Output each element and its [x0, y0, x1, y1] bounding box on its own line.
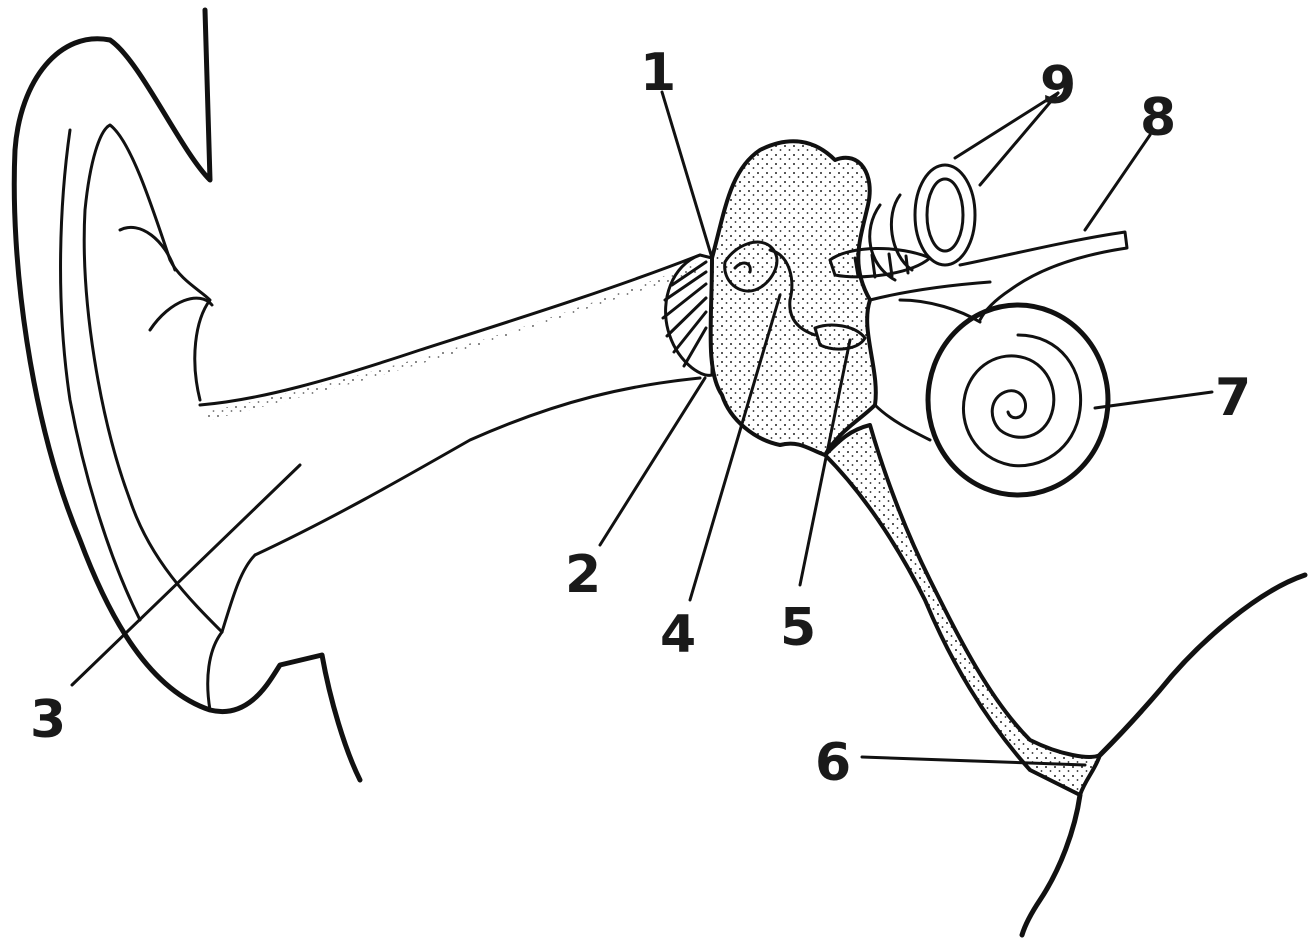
label-8: 8: [1140, 88, 1176, 148]
cochlea: [875, 305, 1108, 495]
leader-8: [1085, 135, 1150, 230]
label-2: 2: [565, 545, 601, 605]
ear-canal: [200, 255, 700, 555]
label-4: 4: [660, 605, 696, 665]
label-5: 5: [780, 598, 816, 658]
leader-1: [662, 92, 712, 258]
leader-2: [600, 378, 705, 545]
leader-7: [1095, 392, 1212, 408]
label-7: 7: [1215, 368, 1251, 428]
label-6: 6: [815, 733, 851, 793]
label-1: 1: [640, 43, 676, 103]
middle-ear: [711, 141, 876, 455]
eustachian-tube: [825, 425, 1305, 935]
label-9: 9: [1040, 56, 1076, 116]
leader-3: [72, 465, 300, 685]
eardrum: [663, 255, 712, 375]
label-3: 3: [30, 690, 66, 750]
